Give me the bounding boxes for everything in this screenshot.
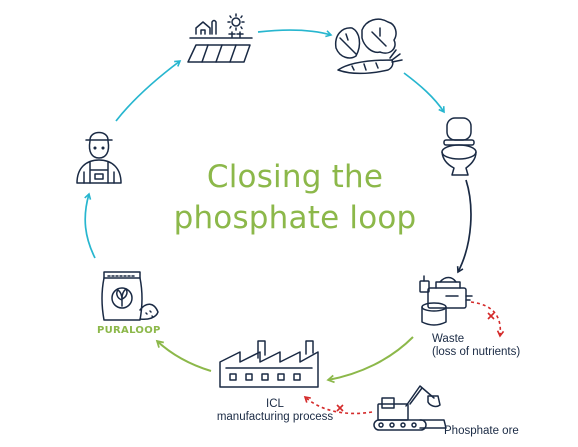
arrow-toilet-to-waste xyxy=(456,179,472,274)
arrow-waste-loss xyxy=(470,301,505,338)
excavator-icon xyxy=(373,385,447,431)
vegetables-icon xyxy=(334,18,403,75)
arrow-ore-to-factory xyxy=(303,395,373,415)
waste-treatment-icon xyxy=(419,275,473,326)
waste-label: Waste (loss of nutrients) xyxy=(432,333,520,359)
x-mark-waste xyxy=(487,312,495,320)
arrow-farmer-to-farm xyxy=(115,60,182,122)
farmer-icon xyxy=(76,131,122,184)
fertilizer-bag-icon xyxy=(101,271,159,321)
factory-icon xyxy=(219,340,319,388)
icl-label-line-1: ICL xyxy=(266,398,284,410)
diagram-title-line-2: phosphate loop xyxy=(173,200,417,236)
toilet-icon xyxy=(441,117,477,176)
phosphate-ore-label: Phosphate ore xyxy=(444,425,519,437)
arrow-farm-to-vegetables xyxy=(257,29,333,38)
arrow-factory-to-bag xyxy=(155,339,212,372)
icl-label: ICL manufacturing process xyxy=(205,398,345,424)
arrow-vegetables-to-toilet xyxy=(403,72,445,114)
arrow-waste-to-factory xyxy=(326,336,414,384)
x-mark-ore xyxy=(336,404,344,412)
nutrient-loss-arrows xyxy=(303,301,505,415)
arrow-bag-to-farmer xyxy=(84,192,96,259)
waste-label-line-2: (loss of nutrients) xyxy=(432,346,521,358)
farm-field-icon xyxy=(187,13,253,63)
waste-label-line-1: Waste xyxy=(432,333,465,345)
puraloop-brand-label: PURALOOP xyxy=(97,325,161,336)
loop-arrows xyxy=(84,29,472,384)
diagram-title-line-1: Closing the xyxy=(206,159,384,195)
icl-label-line-2: manufacturing process xyxy=(216,411,334,423)
